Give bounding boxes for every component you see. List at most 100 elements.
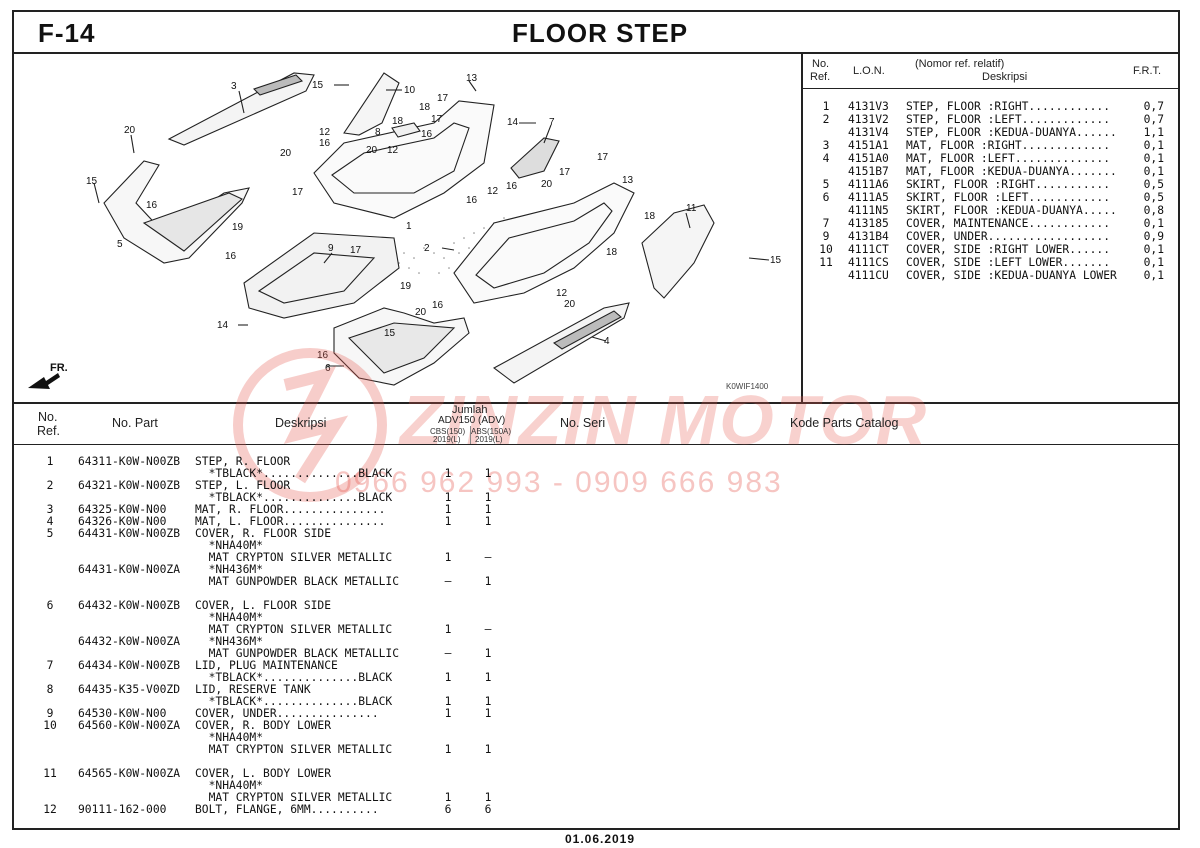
- ref-lon: 4131V2: [848, 113, 889, 126]
- part-description: *NH436M*: [195, 563, 264, 576]
- part-description: MAT CRYPTON SILVER METALLIC: [195, 791, 393, 804]
- part-description: *NH436M*: [195, 635, 264, 648]
- exploded-parts-diagram: 3 20 15 16 5 19 16 15 10 13 17 18 18 17 …: [28, 72, 782, 389]
- ref-desc: COVER, SIDE :LEFT LOWER.......: [906, 256, 1111, 269]
- ref-table-row: 4111N5 SKIRT, FLOOR :KEDUA-DUANYA..... 0,8: [812, 204, 1164, 217]
- callout-13b: 13: [622, 175, 634, 186]
- ref-desc: COVER, UNDER..................: [906, 230, 1111, 243]
- ref-frt: 0,8: [1143, 204, 1164, 217]
- callout-15b: 15: [312, 80, 324, 91]
- ref-lon: 4111CT: [848, 243, 889, 256]
- qty-cbs: 6: [444, 803, 452, 816]
- part-number: 64560-K0W-N00ZA: [78, 719, 181, 732]
- part-description: STEP, R. FLOOR: [195, 455, 291, 468]
- callout-16h: 16: [317, 350, 329, 361]
- ref-frt: 0,9: [1143, 230, 1164, 243]
- watermark-phones: 0966 962 993 - 0909 666 983: [335, 466, 783, 499]
- ref-desc: SKIRT, FLOOR :RIGHT...........: [906, 178, 1111, 191]
- footer-date: 01.06.2019: [564, 832, 636, 846]
- ref-frt: 0,1: [1143, 217, 1164, 230]
- qty-cbs: –: [444, 575, 452, 588]
- ref-lon: 4151A0: [848, 152, 889, 165]
- part-description: *TBLACK*..............BLACK: [195, 467, 393, 480]
- ref-desc: MAT, FLOOR :KEDUA-DUANYA.......: [906, 165, 1117, 178]
- callout-1: 1: [406, 221, 412, 232]
- part-description: COVER, UNDER...............: [195, 707, 379, 720]
- parts-col-desc: Deskripsi: [275, 416, 327, 430]
- parts-col-model: ADV150 (ADV): [438, 415, 506, 426]
- parts-col-seri: No. Seri: [560, 416, 606, 430]
- qty-abs: 1: [484, 647, 492, 660]
- callout-16d: 16: [319, 138, 331, 149]
- callout-16f: 16: [466, 195, 478, 206]
- ref-lon: 4111N5: [848, 204, 889, 217]
- ref-col-frt: F.R.T.: [1133, 65, 1162, 77]
- part-description: MAT, R. FLOOR...............: [195, 503, 386, 516]
- callout-12d: 12: [556, 288, 568, 299]
- parts-col-part: No. Part: [112, 416, 158, 430]
- parts-col-kode: Kode Parts Catalog: [790, 416, 899, 430]
- page-title: FLOOR STEP: [511, 18, 689, 48]
- part-description: LID, PLUG MAINTENANCE: [195, 659, 338, 672]
- ref-desc: STEP, FLOOR :KEDUA-DUANYA......: [906, 126, 1117, 139]
- section-code: F-14: [38, 18, 96, 48]
- part-number: 64326-K0W-N00: [78, 515, 167, 528]
- callout-17c: 17: [292, 187, 304, 198]
- part-number: 64325-K0W-N00: [78, 503, 167, 516]
- callout-5: 5: [117, 239, 123, 250]
- ref-col-no-2: Ref.: [810, 71, 831, 83]
- callout-17e: 17: [559, 167, 571, 178]
- parts-col-q1-1: CBS(150): [430, 427, 466, 436]
- part-description: MAT CRYPTON SILVER METALLIC: [195, 551, 393, 564]
- part-number: 64435-K35-V00ZD: [78, 683, 181, 696]
- callout-12b: 12: [387, 145, 399, 156]
- ref-no: 3: [822, 139, 830, 152]
- qty-abs: –: [484, 551, 492, 564]
- diagram-model-code: K0WIF1400: [726, 382, 769, 391]
- watermark-brand: ZINZIN MOTOR: [400, 381, 929, 459]
- part-ref-no: 4: [46, 515, 54, 528]
- ref-lon: 4111CS: [848, 256, 889, 269]
- ref-lon: 4151B7: [848, 165, 889, 178]
- ref-frt: 0,7: [1143, 100, 1164, 113]
- parts-col-no-2: Ref.: [37, 424, 60, 438]
- ref-no: 4: [822, 152, 830, 165]
- callout-20f: 20: [415, 307, 427, 318]
- callout-19a: 19: [232, 222, 244, 233]
- ref-no: 2: [822, 113, 830, 126]
- ref-header-divider: [802, 88, 1178, 89]
- qty-abs: 6: [484, 803, 492, 816]
- part-description: COVER, R. FLOOR SIDE: [195, 527, 332, 540]
- ref-frt: 0,1: [1143, 243, 1164, 256]
- qty-cbs: 1: [444, 695, 452, 708]
- part-description: *NHA40M*: [195, 731, 264, 744]
- part-ref-no: 5: [46, 527, 54, 540]
- part-ref-no: 10: [43, 719, 57, 732]
- ref-frt: 0,1: [1143, 269, 1164, 282]
- ref-col-desc-2: Deskripsi: [982, 71, 1028, 83]
- ref-no: 10: [819, 243, 833, 256]
- callout-12c: 12: [487, 186, 499, 197]
- part-number: 64434-K0W-N00ZB: [78, 659, 181, 672]
- ref-lon: 413185: [848, 217, 889, 230]
- ref-desc: COVER, MAINTENANCE............: [906, 217, 1111, 230]
- callout-18d: 18: [606, 247, 618, 258]
- part-number: 64530-K0W-N00: [78, 707, 167, 720]
- callout-15a: 15: [86, 176, 98, 187]
- qty-abs: 1: [484, 467, 492, 480]
- part-description: *TBLACK*..............BLACK: [195, 491, 393, 504]
- ref-desc: SKIRT, FLOOR :KEDUA-DUANYA.....: [906, 204, 1117, 217]
- parts-col-q1-2: 2019(L): [433, 435, 461, 444]
- part-number: 64311-K0W-N00ZB: [78, 455, 181, 468]
- callout-11: 11: [686, 203, 697, 214]
- qty-cbs: 1: [444, 503, 452, 516]
- part-number: 64431-K0W-N00ZA: [78, 563, 181, 576]
- callout-14b: 14: [217, 320, 229, 331]
- ref-desc: STEP, FLOOR :LEFT.............: [906, 113, 1111, 126]
- qty-col-divider: [470, 426, 471, 444]
- qty-abs: 1: [484, 743, 492, 756]
